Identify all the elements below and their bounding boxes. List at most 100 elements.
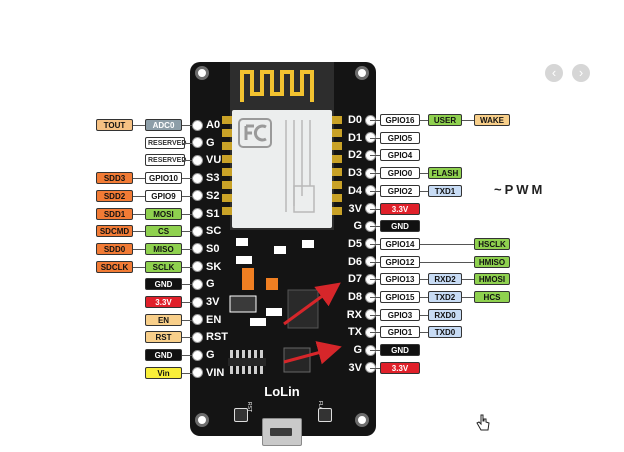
connector-line xyxy=(133,125,145,126)
pin-label: G xyxy=(353,220,362,233)
pin-tag: GND xyxy=(145,278,182,291)
connector-line xyxy=(133,195,145,197)
chevron-left-icon[interactable]: ‹ xyxy=(545,64,563,82)
pin-label: 3V xyxy=(348,361,362,374)
pin-label: A0 xyxy=(206,119,221,131)
pin-tag: TXD2 xyxy=(428,291,462,303)
module-pad xyxy=(332,194,342,202)
connector-line xyxy=(370,332,380,334)
connector-line xyxy=(182,266,192,268)
red-arrow-icon xyxy=(283,282,342,365)
pin-label: D6 xyxy=(347,255,362,268)
pin-hole xyxy=(192,119,203,131)
mount-hole xyxy=(195,413,209,427)
connector-line xyxy=(182,302,192,303)
pin-label: S0 xyxy=(206,242,220,255)
left-pin-row: VIN xyxy=(192,366,224,380)
pin-label: D7 xyxy=(347,273,362,286)
left-pin-row: G xyxy=(192,136,215,150)
connector-line xyxy=(370,155,380,157)
connector-line xyxy=(370,120,380,121)
pin-tag: HMISO xyxy=(474,255,510,268)
pin-label: S3 xyxy=(206,172,220,185)
pin-hole xyxy=(192,225,203,237)
pin-tag: TXD1 xyxy=(428,184,462,197)
pin-label: D2 xyxy=(347,149,362,162)
module-markings-icon xyxy=(285,120,315,213)
pin-tag: SDD3 xyxy=(96,172,133,185)
pin-hole xyxy=(192,261,203,273)
left-pin-row: S1 xyxy=(192,207,219,221)
connector-line xyxy=(370,279,380,281)
pin-label: D8 xyxy=(347,291,362,303)
pin-hole xyxy=(192,314,203,326)
pin-label: TX xyxy=(347,326,362,339)
connector-line xyxy=(133,213,145,215)
connector-line xyxy=(370,350,380,352)
left-pin-row: EN xyxy=(192,313,221,327)
pwm-annotation: ~PWM xyxy=(494,182,546,197)
pin-label: RST xyxy=(206,331,228,344)
pin-tag: 3.3V xyxy=(380,361,420,374)
left-pin-row: S3 xyxy=(192,171,219,185)
module-pad xyxy=(332,181,342,189)
pin-tag: GPIO9 xyxy=(145,189,182,202)
pin-tag: GPIO4 xyxy=(380,149,420,162)
pin-label: D1 xyxy=(347,131,362,144)
module-pad xyxy=(332,142,342,150)
left-pin-row: SK xyxy=(192,260,221,274)
pin-hole xyxy=(192,190,203,202)
left-pin-row: VU xyxy=(192,153,221,167)
pin-tag: GPIO15 xyxy=(380,291,420,303)
module-pad xyxy=(332,168,342,176)
pin-label: D4 xyxy=(347,184,362,197)
pin-tag: Vin xyxy=(145,366,182,379)
pin-hole xyxy=(192,154,203,166)
pin-tag: HCS xyxy=(474,291,510,303)
connector-line xyxy=(182,372,192,374)
connector-line xyxy=(420,173,428,175)
module-pad xyxy=(332,116,342,124)
pin-label: G xyxy=(353,344,362,357)
flash-button[interactable] xyxy=(318,408,332,422)
pin-label: G xyxy=(206,136,215,149)
connector-line xyxy=(420,243,474,245)
pin-tag: MISO xyxy=(145,242,182,255)
chevron-right-icon[interactable]: › xyxy=(572,64,590,82)
module-pad xyxy=(222,207,232,215)
connector-line xyxy=(370,367,380,369)
module-shield xyxy=(232,110,332,228)
pin-label: G xyxy=(206,278,215,291)
pin-tag: CS xyxy=(145,225,182,238)
pin-label: RX xyxy=(346,308,362,321)
module-pad xyxy=(222,181,232,189)
pin-tag: SCLK xyxy=(145,260,182,273)
left-pin-row: SC xyxy=(192,224,221,238)
module-pad xyxy=(222,155,232,163)
connector-line xyxy=(462,120,474,121)
connector-line xyxy=(182,213,192,215)
antenna-trace-icon xyxy=(240,70,314,102)
pin-tag: GPIO10 xyxy=(145,172,182,185)
connector-line xyxy=(182,142,192,144)
pin-label: D5 xyxy=(347,237,362,250)
pin-hole xyxy=(192,331,203,343)
pin-hole xyxy=(192,278,203,290)
connector-line xyxy=(182,125,192,126)
pin-hole xyxy=(192,172,203,184)
pin-tag: EN xyxy=(145,313,182,326)
connector-line xyxy=(420,332,428,334)
rst-button[interactable] xyxy=(234,408,248,422)
connector-line xyxy=(370,208,380,210)
pin-hole xyxy=(192,296,203,308)
pin-tag: TXD0 xyxy=(428,326,462,339)
connector-line xyxy=(462,297,474,298)
connector-line xyxy=(370,243,380,245)
pin-label: S1 xyxy=(206,207,220,220)
left-pin-row: G xyxy=(192,348,215,362)
pin-tag: RXD0 xyxy=(428,308,462,321)
pin-tag: 3.3V xyxy=(380,202,420,215)
pin-tag: SDCLK xyxy=(96,260,133,273)
connector-line xyxy=(370,190,380,192)
